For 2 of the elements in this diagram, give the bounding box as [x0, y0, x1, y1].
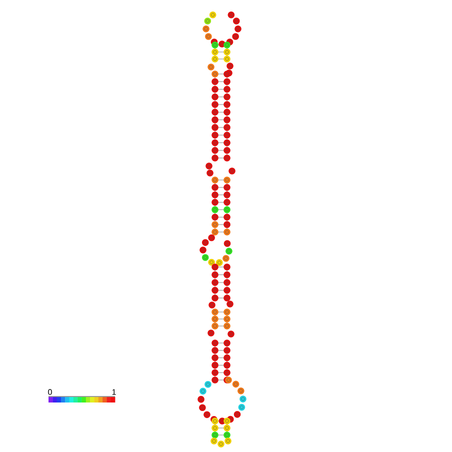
scale-label: 0: [48, 389, 52, 395]
scale-label: 1: [112, 389, 116, 395]
